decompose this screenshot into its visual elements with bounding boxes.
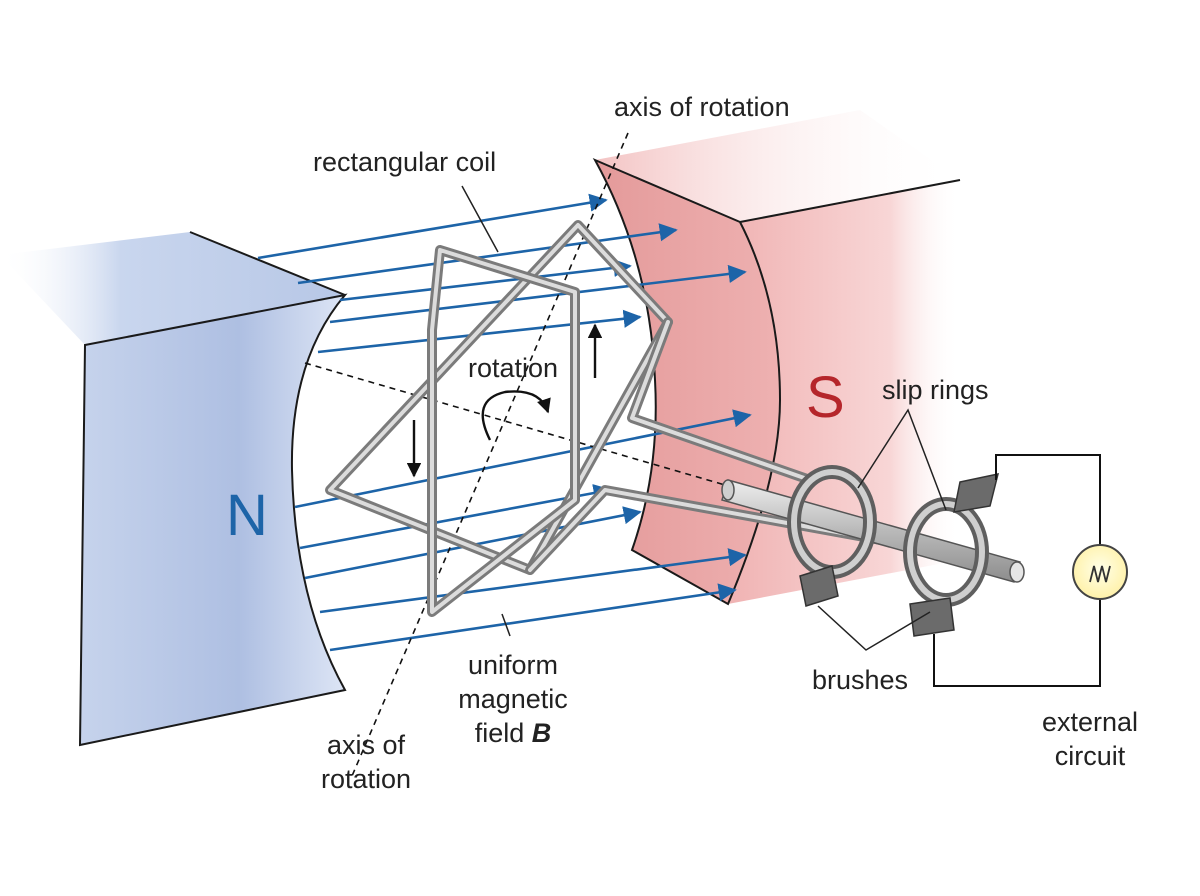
rectangular-coil-label: rectangular coil — [313, 147, 497, 177]
brush-far-top — [953, 473, 1000, 513]
coil-axis-dashed — [304, 362, 726, 486]
field-line — [329, 583, 737, 652]
field-symbol-b: B — [531, 718, 552, 748]
external-circuit-line2: circuit — [1054, 741, 1126, 771]
axis-of-rotation-lines — [304, 132, 726, 777]
field-line — [319, 548, 747, 614]
external-circuit — [933, 454, 1128, 687]
axis-of-rotation-dashed — [351, 132, 629, 777]
rotation-curved-arrow — [481, 390, 551, 441]
south-pole-top-face — [595, 110, 960, 222]
brush-near — [799, 565, 839, 607]
circuit-wire-bottom — [933, 598, 1101, 687]
brushes-label: brushes — [812, 665, 909, 695]
field-line — [257, 193, 608, 260]
brush-far-bottom — [909, 597, 955, 637]
shaft-end — [721, 479, 735, 501]
external-circuit-label: external circuit — [1030, 705, 1150, 773]
leader-coil — [461, 185, 499, 253]
field-label-line3: field B — [448, 716, 578, 750]
brushes — [799, 473, 1000, 637]
field-label-line2: magnetic — [458, 684, 568, 714]
south-pole-label: S — [806, 365, 845, 430]
axis-bottom-line2: rotation — [320, 764, 412, 794]
field-line — [329, 264, 747, 324]
rotation-label: rotation — [468, 353, 559, 383]
field-lines — [257, 193, 752, 652]
leader-brushes — [817, 605, 931, 651]
circuit-wire-top — [995, 454, 1101, 545]
leader-slip-rings — [857, 408, 947, 511]
axis-of-rotation-bottom-label: axis of rotation — [306, 728, 426, 796]
field-label-word: field — [474, 718, 525, 748]
rotation-indicators — [406, 323, 603, 478]
axis-of-rotation-top-label: axis of rotation — [614, 92, 790, 122]
field-label-line1: uniform — [467, 650, 559, 680]
south-pole-edge — [739, 179, 961, 223]
coil-loop-rotated — [325, 220, 673, 575]
axis-bottom-line1: axis of — [326, 730, 406, 760]
leader-lines — [461, 185, 947, 651]
north-pole-magnet — [0, 231, 348, 747]
slip-rings-label: slip rings — [882, 375, 989, 405]
field-label: uniform magnetic field B — [448, 648, 578, 750]
field-line — [297, 223, 678, 285]
lamp-filament — [1089, 565, 1111, 583]
rectangular-coil — [325, 220, 930, 617]
field-line — [299, 484, 612, 550]
leader-field — [501, 613, 511, 637]
north-pole-label: N — [226, 483, 268, 548]
north-pole-edge — [189, 231, 346, 296]
field-line — [339, 258, 632, 302]
north-pole-front-face — [78, 293, 348, 747]
external-circuit-line1: external — [1041, 707, 1139, 737]
